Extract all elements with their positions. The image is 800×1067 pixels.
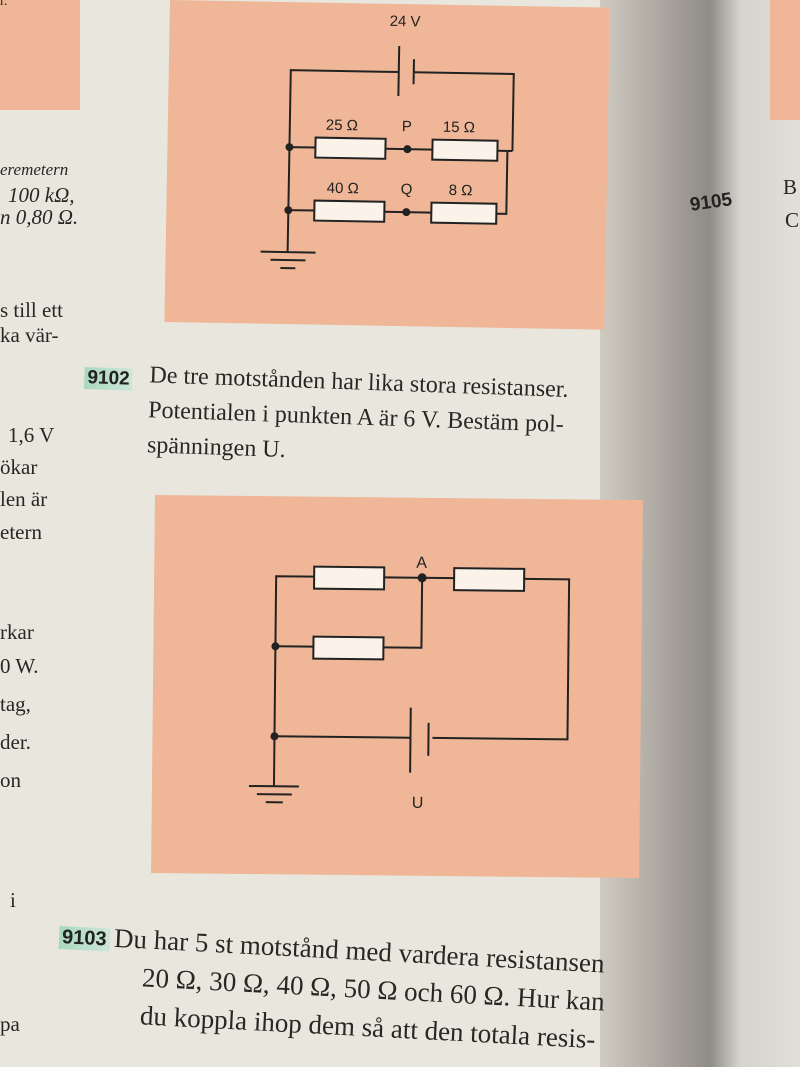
problem-text-line: Potentialen i punkten A är 6 V. Bestäm p… (147, 397, 565, 438)
node-label-q: Q (401, 181, 413, 198)
ground-icon (260, 210, 316, 270)
circuit-figure-1: 24 V 25 Ω 15 Ω 40 Ω 8 Ω P Q (164, 0, 610, 330)
left-fragment: der. (0, 730, 31, 754)
left-fragment: len är (0, 487, 48, 511)
resistor-label: 15 Ω (443, 119, 475, 137)
left-fragment: ökar (0, 455, 38, 479)
left-fragment: ka vär- (0, 323, 59, 347)
left-fragment: on (0, 768, 21, 792)
left-fragment: pa (0, 1012, 20, 1036)
circuit-figure-2: A U (151, 495, 643, 879)
left-fragment: s till ett (0, 298, 63, 322)
left-fragment: rkar (0, 620, 34, 644)
battery-plate-long (397, 45, 401, 97)
circuit-diagram-2: A U (248, 555, 571, 812)
problem-number: 9102 (83, 366, 134, 391)
resistor-15 (431, 138, 499, 162)
right-fragment: B (783, 175, 798, 199)
ground-icon (248, 736, 299, 804)
left-fragment: etern (0, 520, 42, 544)
left-fragment: 1,6 V (8, 423, 55, 447)
right-fragment: C (785, 208, 800, 232)
resistor-1 (313, 565, 386, 591)
source-label-u: U (412, 795, 424, 812)
node-label-p: P (402, 118, 412, 135)
source-label: 24 V (390, 13, 421, 31)
problem-number: 9103 (58, 925, 111, 952)
battery-plate-long (409, 707, 412, 773)
resistor-2 (453, 567, 526, 592)
circuit-diagram-1: 24 V 25 Ω 15 Ω 40 Ω 8 Ω P Q (260, 13, 515, 270)
left-fragment: tag, (0, 692, 31, 716)
left-fragment: 0 W. (0, 654, 39, 678)
problem-text-line: De tre motstånden har lika stora resista… (149, 362, 569, 403)
left-fragment: n 0,80 Ω. (0, 205, 79, 229)
resistor-8 (430, 201, 498, 225)
resistor-label: 40 Ω (327, 180, 359, 198)
right-figure-fragment (770, 0, 800, 120)
left-fragment: 100 kΩ, (8, 183, 75, 207)
left-fragment: r. (0, 0, 8, 9)
resistor-25 (314, 136, 387, 160)
left-figure-fragment (0, 0, 80, 110)
left-fragment: eremetern (0, 160, 69, 179)
resistor-3 (312, 635, 385, 661)
left-fragment: i (10, 888, 16, 912)
resistor-label: 8 Ω (449, 182, 473, 199)
problem-text-line: spänningen U. (146, 432, 287, 464)
resistor-40 (313, 199, 386, 223)
resistor-label: 25 Ω (326, 117, 358, 135)
node-label-a: A (416, 555, 427, 572)
